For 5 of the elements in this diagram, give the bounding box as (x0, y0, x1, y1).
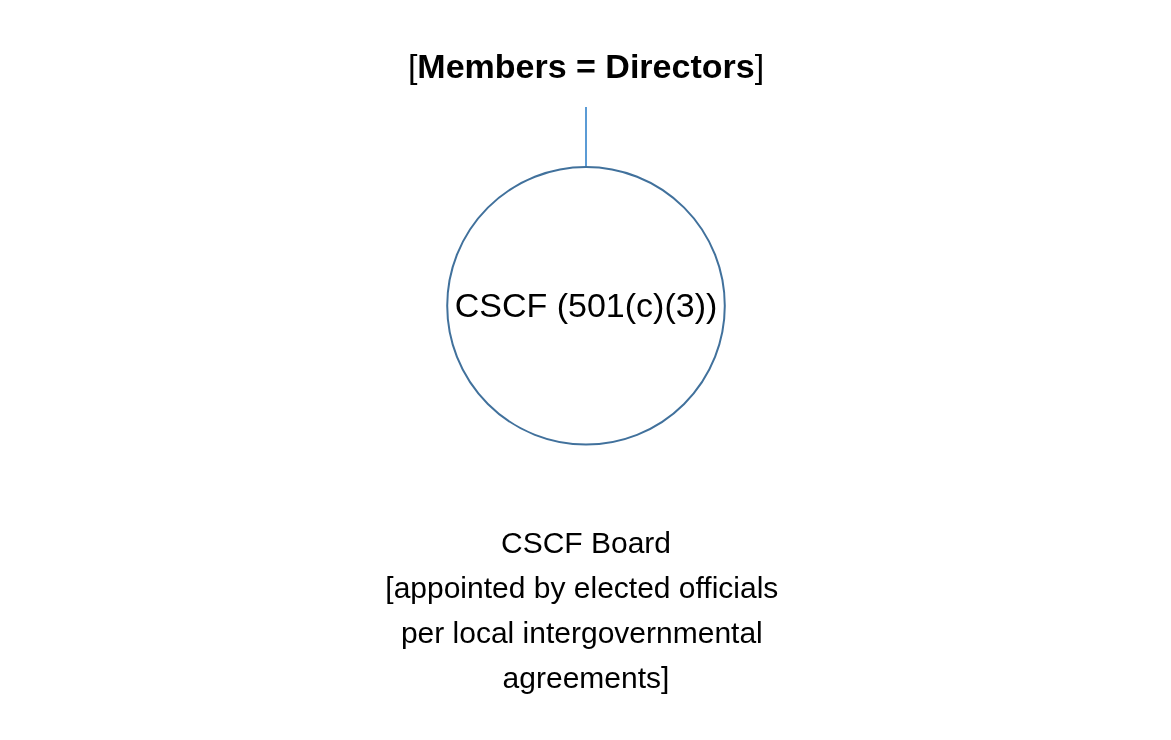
node-label: CSCF Board (500, 525, 671, 559)
node-circle: CSCF (501(c)(3)) (445, 165, 726, 446)
connector (584, 105, 587, 168)
node-label: [appointed by elected officials per local intergovernmental agreements] (384, 570, 778, 694)
node-text: [Members = Directors] (407, 46, 764, 85)
